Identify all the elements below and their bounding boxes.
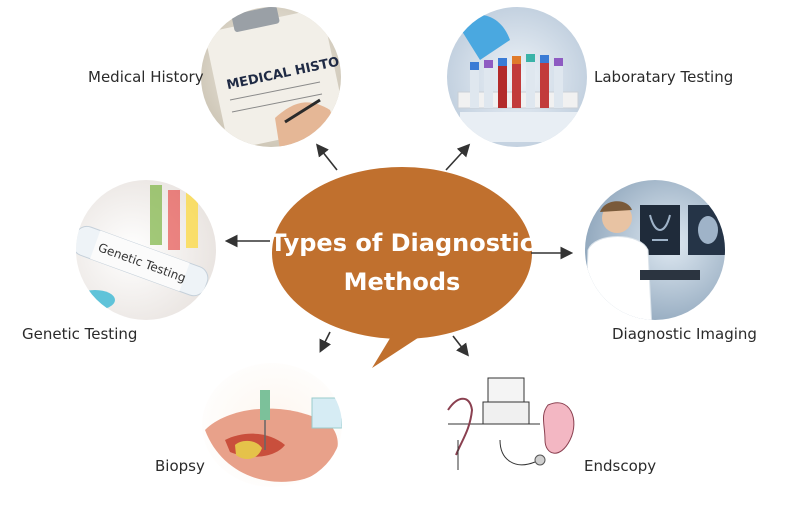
diagnostic-imaging-photo [585, 180, 725, 320]
label-biopsy: Biopsy [155, 457, 205, 475]
center-bubble [272, 167, 532, 368]
bubble-tail [372, 330, 430, 368]
laboratary-testing-photo [447, 7, 587, 147]
label-medical-history: Medical History [88, 68, 204, 86]
arrow-endscopy [452, 335, 469, 357]
label-endscopy: Endscopy [584, 457, 657, 475]
arrow-laboratary-testing [445, 143, 471, 171]
genetic-testing-photo: Genetic Testing [76, 180, 216, 320]
label-genetic-testing: Genetic Testing [22, 325, 138, 343]
center-title-line-2: Methods [344, 268, 461, 296]
arrow-medical-history [316, 143, 338, 171]
endoscopy-illustration [438, 365, 588, 490]
label-diagnostic-imaging: Diagnostic Imaging [612, 325, 757, 343]
arrow-biopsy [319, 331, 332, 353]
medical-history-photo: MEDICAL HISTORY [201, 7, 341, 147]
arrows [224, 143, 574, 357]
label-laboratary-testing: Laboratary Testing [594, 68, 734, 86]
bubble-body [272, 167, 532, 339]
center-title-line-1: Types of Diagnostic [270, 229, 534, 257]
biopsy-illustration [202, 363, 342, 487]
